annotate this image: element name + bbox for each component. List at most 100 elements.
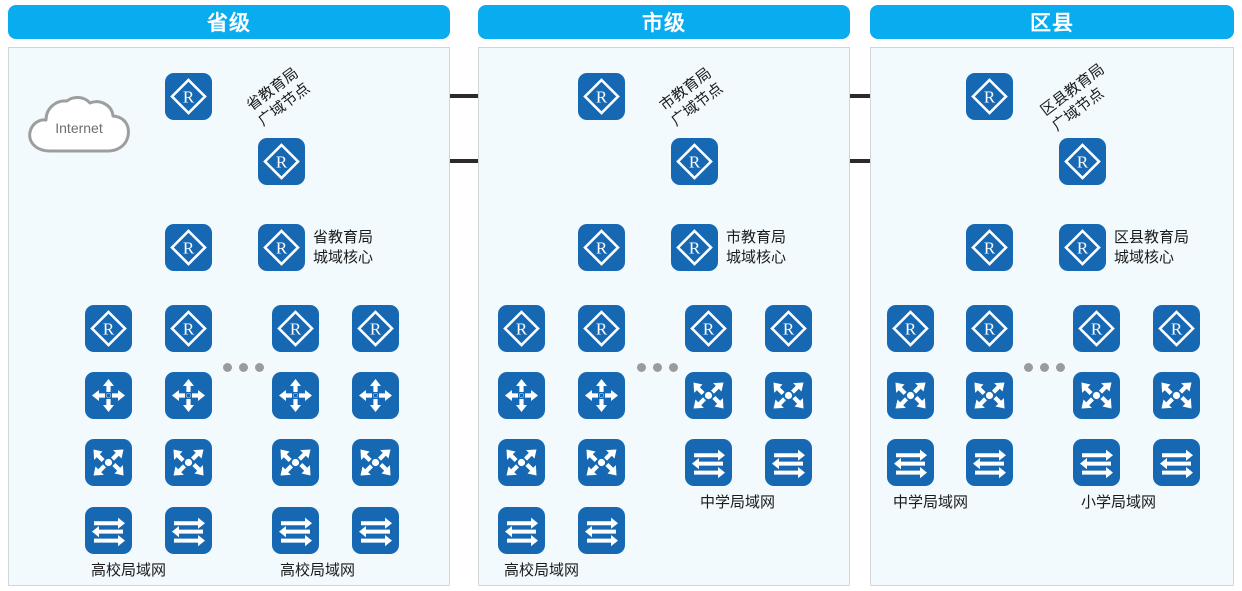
group-core-switch[interactable] [165, 439, 212, 486]
router-icon [671, 138, 718, 185]
router-icon [671, 224, 718, 271]
group-core-switch[interactable] [685, 372, 732, 419]
router-icon [765, 305, 812, 352]
group-router[interactable] [685, 305, 732, 352]
panel-city: 市级 [470, 0, 858, 591]
group-access-switch[interactable] [352, 507, 399, 554]
group-router[interactable] [887, 305, 934, 352]
group-router[interactable] [352, 305, 399, 352]
group-core-switch[interactable] [272, 439, 319, 486]
group-access-switch[interactable] [887, 439, 934, 486]
group-core-switch[interactable] [85, 439, 132, 486]
core-switch-icon [685, 372, 732, 419]
router-icon [272, 305, 319, 352]
group-core-switch[interactable] [887, 372, 934, 419]
firewall-icon [498, 372, 545, 419]
router-icon [165, 305, 212, 352]
access-switch-icon [887, 439, 934, 486]
ellipsis-city [637, 363, 678, 372]
group-access-switch[interactable] [966, 439, 1013, 486]
router-icon [498, 305, 545, 352]
internet-cloud-label: Internet [55, 120, 103, 136]
group-router[interactable] [966, 305, 1013, 352]
wan-router-district-2[interactable] [1059, 138, 1106, 185]
core-router-district-1[interactable] [966, 224, 1013, 271]
core-switch-icon [765, 372, 812, 419]
ellipsis-dot [653, 363, 662, 372]
group-access-switch[interactable] [1073, 439, 1120, 486]
group-access-switch[interactable] [1153, 439, 1200, 486]
group-label: 中学局域网 [893, 494, 969, 511]
group-firewall[interactable] [272, 372, 319, 419]
core-router-district-2[interactable] [1059, 224, 1106, 271]
group-core-switch[interactable] [352, 439, 399, 486]
group-access-switch[interactable] [498, 507, 545, 554]
router-icon [258, 138, 305, 185]
group-access-switch[interactable] [85, 507, 132, 554]
group-core-switch[interactable] [498, 439, 545, 486]
group-label: 高校局域网 [504, 562, 580, 579]
group-router[interactable] [765, 305, 812, 352]
group-firewall[interactable] [498, 372, 545, 419]
wan-router-city-2[interactable] [671, 138, 718, 185]
group-core-switch[interactable] [966, 372, 1013, 419]
router-icon [578, 224, 625, 271]
core-label-city: 市教育局 城域核心 [726, 229, 787, 266]
group-core-switch[interactable] [765, 372, 812, 419]
router-icon [1059, 138, 1106, 185]
group-access-switch[interactable] [165, 507, 212, 554]
panel-title-district: 区县 [870, 5, 1234, 39]
ellipsis-province [223, 363, 264, 372]
access-switch-icon [765, 439, 812, 486]
ellipsis-dot [1040, 363, 1049, 372]
group-router[interactable] [1153, 305, 1200, 352]
router-icon [578, 305, 625, 352]
router-icon [578, 73, 625, 120]
group-router[interactable] [498, 305, 545, 352]
group-router[interactable] [578, 305, 625, 352]
firewall-icon [352, 372, 399, 419]
ellipsis-dot [1056, 363, 1065, 372]
core-router-city-1[interactable] [578, 224, 625, 271]
group-router[interactable] [165, 305, 212, 352]
group-firewall[interactable] [165, 372, 212, 419]
group-access-switch[interactable] [765, 439, 812, 486]
group-core-switch[interactable] [1073, 372, 1120, 419]
access-switch-icon [578, 507, 625, 554]
group-core-switch[interactable] [1153, 372, 1200, 419]
wan-router-district-1[interactable] [966, 73, 1013, 120]
access-switch-icon [85, 507, 132, 554]
group-label: 高校局域网 [280, 562, 356, 579]
core-switch-icon [966, 372, 1013, 419]
group-label: 小学局域网 [1081, 494, 1157, 511]
group-label: 高校局域网 [91, 562, 167, 579]
group-core-switch[interactable] [578, 439, 625, 486]
group-router[interactable] [272, 305, 319, 352]
core-switch-icon [887, 372, 934, 419]
panel-province: 省级 [0, 0, 458, 591]
core-router-province-2[interactable] [258, 224, 305, 271]
router-icon [352, 305, 399, 352]
panel-title-city: 市级 [478, 5, 850, 39]
router-icon [85, 305, 132, 352]
group-access-switch[interactable] [578, 507, 625, 554]
wan-router-province-2[interactable] [258, 138, 305, 185]
ellipsis-dot [239, 363, 248, 372]
core-router-province-1[interactable] [165, 224, 212, 271]
wan-router-province-1[interactable] [165, 73, 212, 120]
core-switch-icon [352, 439, 399, 486]
group-router[interactable] [85, 305, 132, 352]
wan-router-city-1[interactable] [578, 73, 625, 120]
group-firewall[interactable] [85, 372, 132, 419]
group-firewall[interactable] [578, 372, 625, 419]
access-switch-icon [498, 507, 545, 554]
group-access-switch[interactable] [685, 439, 732, 486]
group-access-switch[interactable] [272, 507, 319, 554]
group-router[interactable] [1073, 305, 1120, 352]
access-switch-icon [165, 507, 212, 554]
core-router-city-2[interactable] [671, 224, 718, 271]
router-icon [1073, 305, 1120, 352]
group-firewall[interactable] [352, 372, 399, 419]
ellipsis-dot [255, 363, 264, 372]
ellipsis-dot [1024, 363, 1033, 372]
